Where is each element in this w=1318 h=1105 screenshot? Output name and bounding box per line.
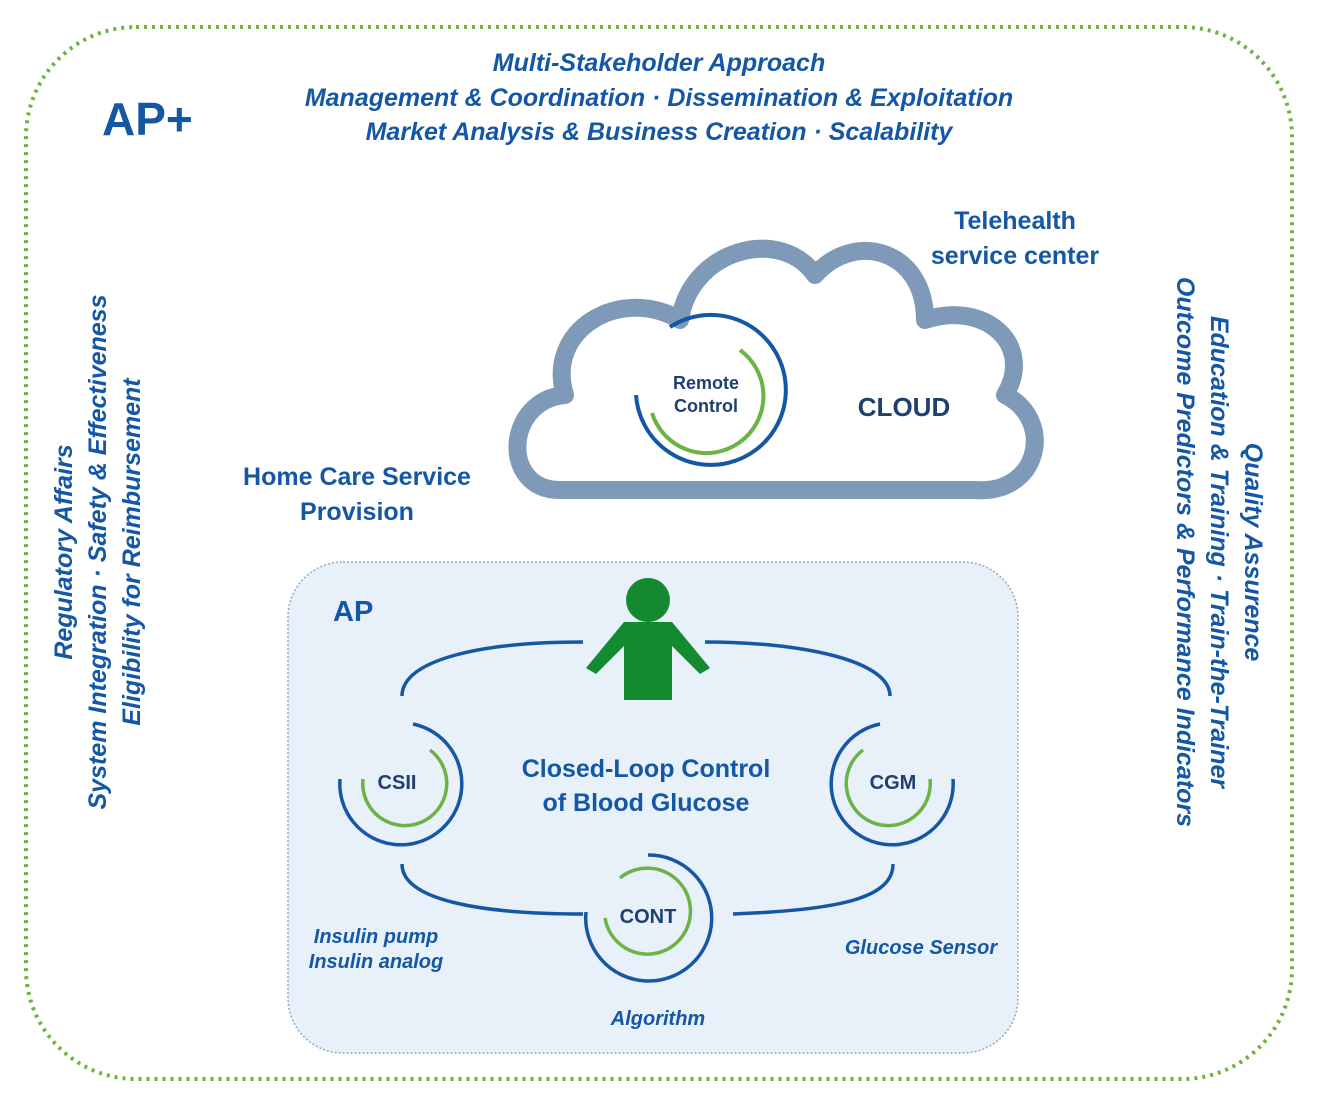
cloud-label: CLOUD	[857, 392, 951, 422]
header-line-3: Market Analysis & Business Creation · Sc…	[365, 118, 953, 146]
right-line-3: Outcome Predictors & Performance Indicat…	[1171, 276, 1199, 828]
algorithm-caption: Algorithm	[610, 1008, 706, 1030]
ap-box	[287, 561, 1019, 1054]
header-lines: Multi-Stakeholder Approach Management & …	[0, 46, 1318, 150]
closed-loop-line-1: Closed-Loop Control	[521, 755, 771, 783]
right-line-2: Education & Training · Train-the-Trainer	[1205, 315, 1233, 789]
header-line-1: Multi-Stakeholder Approach	[492, 49, 826, 77]
cont-label: CONT	[619, 906, 677, 928]
closed-loop-line-2: of Blood Glucose	[542, 789, 750, 817]
person-icon	[586, 578, 710, 700]
left-line-3: Eligibility for Reimbursement	[118, 378, 146, 726]
cloud-shape	[508, 239, 1044, 500]
insulin-line-1: Insulin pump	[313, 926, 439, 948]
insulin-line-2: Insulin analog	[308, 951, 444, 973]
cgm-ring	[829, 722, 955, 847]
home-care-label: Home Care Service Provision	[226, 460, 488, 530]
left-side-text: Regulatory Affairs System Integration · …	[47, 295, 149, 810]
csii-ring	[338, 722, 464, 847]
outer-dotted-border	[24, 25, 1294, 1081]
loop-arcs	[400, 640, 895, 916]
cgm-label: CGM	[869, 772, 917, 794]
closed-loop-label: Closed-Loop Control of Blood Glucose	[496, 752, 796, 820]
home-care-line-2: Provision	[300, 498, 414, 526]
ap-plus-badge: AP+	[102, 93, 193, 145]
telehealth-line-1: Telehealth	[954, 207, 1076, 235]
remote-control-ring	[634, 312, 788, 467]
remote-line-2: Control	[674, 396, 738, 416]
telehealth-line-2: service center	[930, 242, 1100, 270]
home-care-line-1: Home Care Service	[243, 463, 471, 491]
left-line-2: System Integration · Safety & Effectiven…	[84, 294, 112, 810]
right-side-text: Quality Assurence Education & Training ·…	[1168, 277, 1270, 827]
left-line-1: Regulatory Affairs	[50, 444, 78, 660]
remote-control-label: Remote Control	[640, 372, 772, 418]
insulin-caption: Insulin pump Insulin analog	[296, 925, 456, 975]
header-line-2: Management & Coordination · Disseminatio…	[304, 83, 1014, 112]
remote-line-1: Remote	[672, 373, 739, 393]
right-line-1: Quality Assurence	[1239, 442, 1267, 662]
telehealth-label: Telehealth service center	[900, 204, 1130, 274]
csii-label: CSII	[377, 772, 417, 794]
ap-label: AP	[333, 596, 374, 628]
cont-ring	[583, 853, 714, 983]
glucose-sensor-caption: Glucose Sensor	[844, 937, 998, 959]
